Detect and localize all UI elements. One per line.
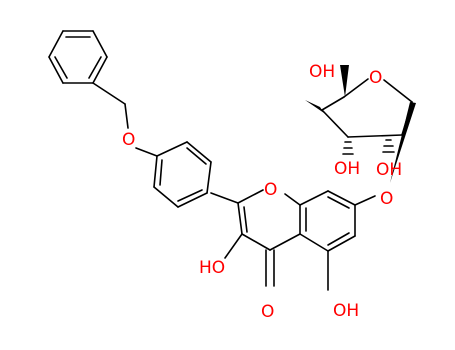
pyranone-ring [210, 189, 301, 251]
oh3-bond [224, 233, 243, 259]
hydroxyl-3-label: HO [199, 258, 225, 278]
a-ring [299, 190, 356, 252]
ring-oxygen-label: O [264, 180, 277, 200]
glycosidic-oxygen-label: O [380, 189, 393, 209]
ketone-group [265, 249, 275, 287]
ether-bond [135, 147, 158, 157]
sugar-oh-c-hash [382, 139, 395, 153]
benzyl-ring [48, 30, 108, 84]
hydroxyl-5-label: OH [333, 301, 359, 321]
sugar-ring-oxygen-label: O [369, 68, 382, 88]
phenylene-ring [153, 141, 212, 208]
ether-oxygen-label: O [122, 130, 135, 150]
ketone-oxygen-label: O [261, 302, 274, 322]
sugar-oh-a-wedge [305, 100, 324, 113]
sugar-hydroxyl-b-label: OH [334, 159, 360, 179]
sugar-oh-b-hash [342, 141, 354, 155]
methyl-wedge [340, 65, 349, 97]
sugar-ring [321, 78, 413, 138]
sugar-hydroxyl-c-label: OH [376, 160, 402, 180]
glycosidic-bond [354, 195, 376, 206]
anomeric-wedge [390, 102, 416, 183]
benzyl-linker [92, 82, 129, 129]
sugar-hydroxyl-a-label: OH [309, 62, 335, 82]
